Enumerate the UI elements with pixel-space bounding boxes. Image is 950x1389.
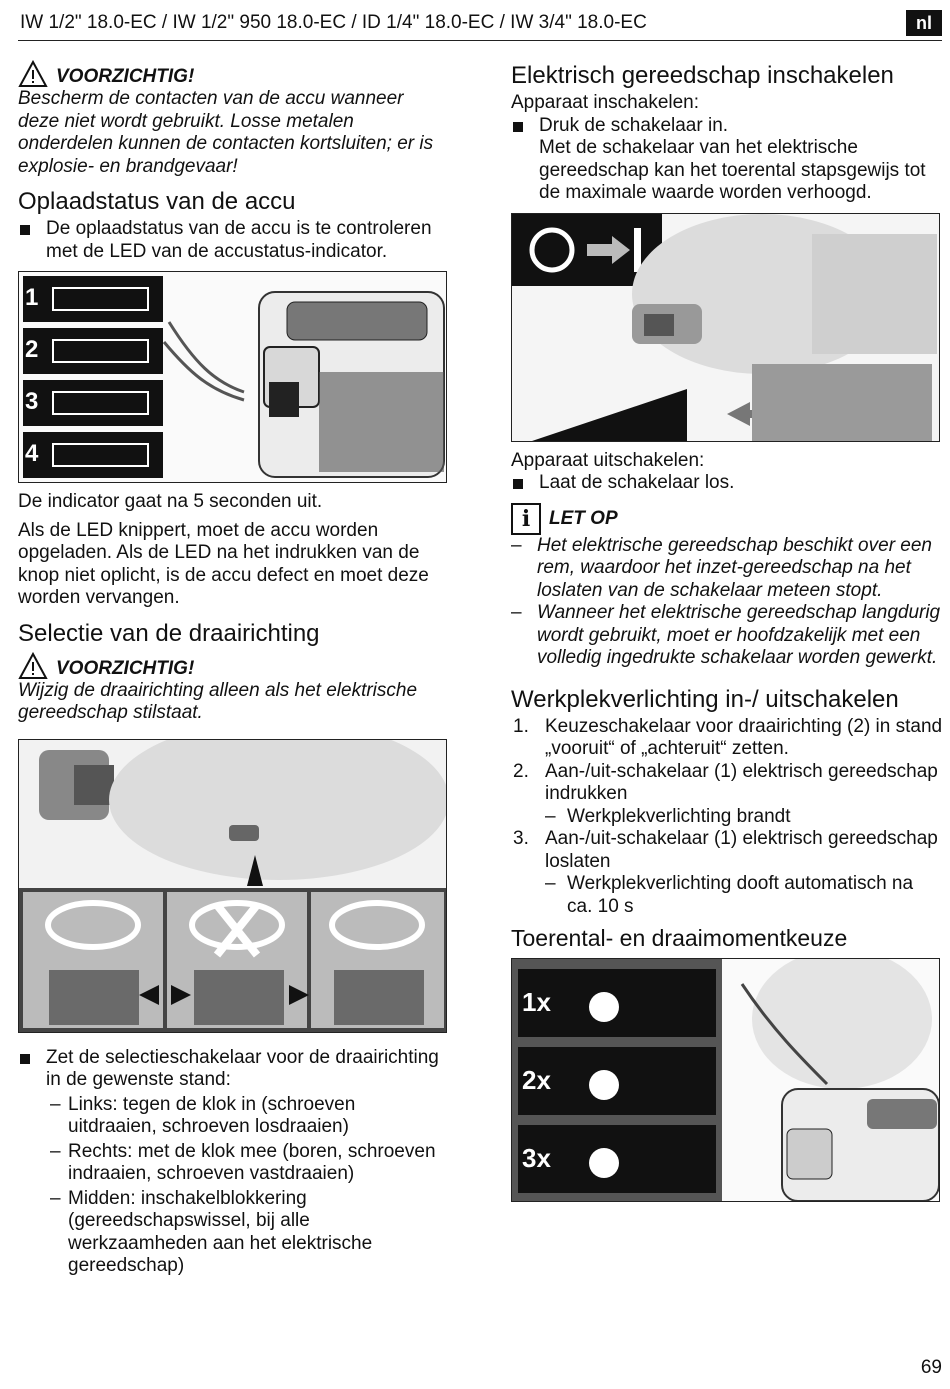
warning-label: VOORZICHTIG! <box>56 657 195 679</box>
warning-block-2: VOORZICHTIG! <box>18 650 448 680</box>
switch-figure <box>511 212 940 442</box>
worklight-step: 3.Aan-/uit-schakelaar (1) elektrisch ger… <box>513 828 938 872</box>
direction-option: –Links: tegen de klok in (schroeven uitd… <box>50 1093 356 1138</box>
info-icon: i <box>511 502 541 535</box>
direction-heading: Selectie van de draairichting <box>18 619 320 647</box>
charge-status-heading: Oplaadstatus van de accu <box>18 188 296 215</box>
led-row-label: 2 <box>25 336 39 363</box>
worklight-substep: –Werkplekverlichting brandt <box>545 805 791 827</box>
torque-selection-figure: 1x 2x 3x <box>511 958 940 1202</box>
battery-icon <box>52 287 149 311</box>
battery-icon <box>52 391 149 415</box>
language-badge: nl <box>906 10 942 36</box>
direction-bullet: Zet de selectieschakelaar voor de draair… <box>18 1047 448 1092</box>
led-blink-text: Als de LED knippert, moet de accu worden… <box>18 519 429 609</box>
switch-off-bullet: Laat de schakelaar los. <box>511 472 943 495</box>
charge-indicator-figure: 1 2 3 4 <box>18 271 447 483</box>
direction-option: –Midden: inschakelblokkering (gereedscha… <box>50 1187 373 1277</box>
charge-bullet: De oplaadstatus van de accu is te contro… <box>18 218 448 263</box>
press-button-icon <box>589 1070 619 1100</box>
direction-desc: met de klok mee (boren, schroeven indraa… <box>68 1140 436 1185</box>
led-indicator-row <box>23 276 163 322</box>
direction-desc: tegen de klok in (schroeven uitdraaien, … <box>68 1093 356 1138</box>
model-title: IW 1/2" 18.0-EC / IW 1/2" 950 18.0-EC / … <box>20 12 647 33</box>
note-item: –Wanneer het elektrische gereedschap lan… <box>511 602 941 668</box>
torque-mode-label: 1x <box>522 987 551 1017</box>
right-column: Elektrisch gereedschap inschakelen Appar… <box>511 58 943 1202</box>
warning-label: VOORZICHTIG! <box>56 66 195 87</box>
direction-selector-figure <box>18 738 447 1033</box>
led-indicator-row <box>23 380 163 426</box>
switch-off-label: Apparaat uitschakelen: <box>511 449 705 471</box>
indicator-off-text: De indicator gaat na 5 seconden uit. <box>18 491 323 512</box>
led-row-label: 4 <box>25 440 39 467</box>
warning-text: Bescherm de contacten van de accu wannee… <box>18 88 434 177</box>
press-button-icon <box>589 1148 619 1178</box>
left-column: VOORZICHTIG! Bescherm de contacten van d… <box>18 58 448 1278</box>
page-header: IW 1/2" 18.0-EC / IW 1/2" 950 18.0-EC / … <box>18 10 942 41</box>
switch-on-label: Apparaat inschakelen: <box>511 92 700 113</box>
worklight-heading: Werkplekverlichting in-/ uitschakelen <box>511 685 899 713</box>
note-item: –Het elektrische gereedschap beschikt ov… <box>511 534 933 601</box>
led-indicator-row <box>23 432 163 478</box>
led-row-label: 3 <box>25 388 39 415</box>
warning-triangle-icon <box>18 651 48 679</box>
warning-triangle-icon <box>18 60 48 87</box>
warning-text: Wijzig de draairichting alleen als het e… <box>18 679 418 724</box>
note-label: LET OP <box>549 507 618 529</box>
note-block: i LET OP <box>511 502 943 535</box>
direction-term: Links: <box>68 1093 118 1115</box>
torque-mode-label: 2x <box>522 1065 551 1095</box>
torque-heading: Toerental- en draaimomentkeuze <box>511 925 848 951</box>
torque-mode-label: 3x <box>522 1143 551 1173</box>
battery-icon <box>52 443 149 467</box>
direction-term: Rechts: <box>68 1140 133 1162</box>
switch-on-heading: Elektrisch gereedschap inschakelen <box>511 62 894 89</box>
worklight-step: 1.Keuzeschakelaar voor draairichting (2)… <box>513 715 943 760</box>
page-number: 69 <box>920 1357 942 1378</box>
switch-on-bullet: Druk de schakelaar in. Met de schakelaar… <box>511 115 943 205</box>
worklight-step: 2.Aan-/uit-schakelaar (1) elektrisch ger… <box>513 760 938 805</box>
led-row-label: 1 <box>25 284 39 311</box>
direction-term: Midden: <box>68 1187 136 1209</box>
direction-desc: inschakelblokkering (gereedschapswissel,… <box>68 1187 373 1277</box>
led-indicator-row <box>23 328 163 374</box>
direction-option: –Rechts: met de klok mee (boren, schroev… <box>50 1140 436 1185</box>
press-button-icon <box>589 992 619 1022</box>
worklight-substep: –Werkplekverlichting dooft automatisch n… <box>545 873 914 917</box>
warning-block-1: VOORZICHTIG! <box>18 58 448 88</box>
battery-icon <box>52 339 149 363</box>
